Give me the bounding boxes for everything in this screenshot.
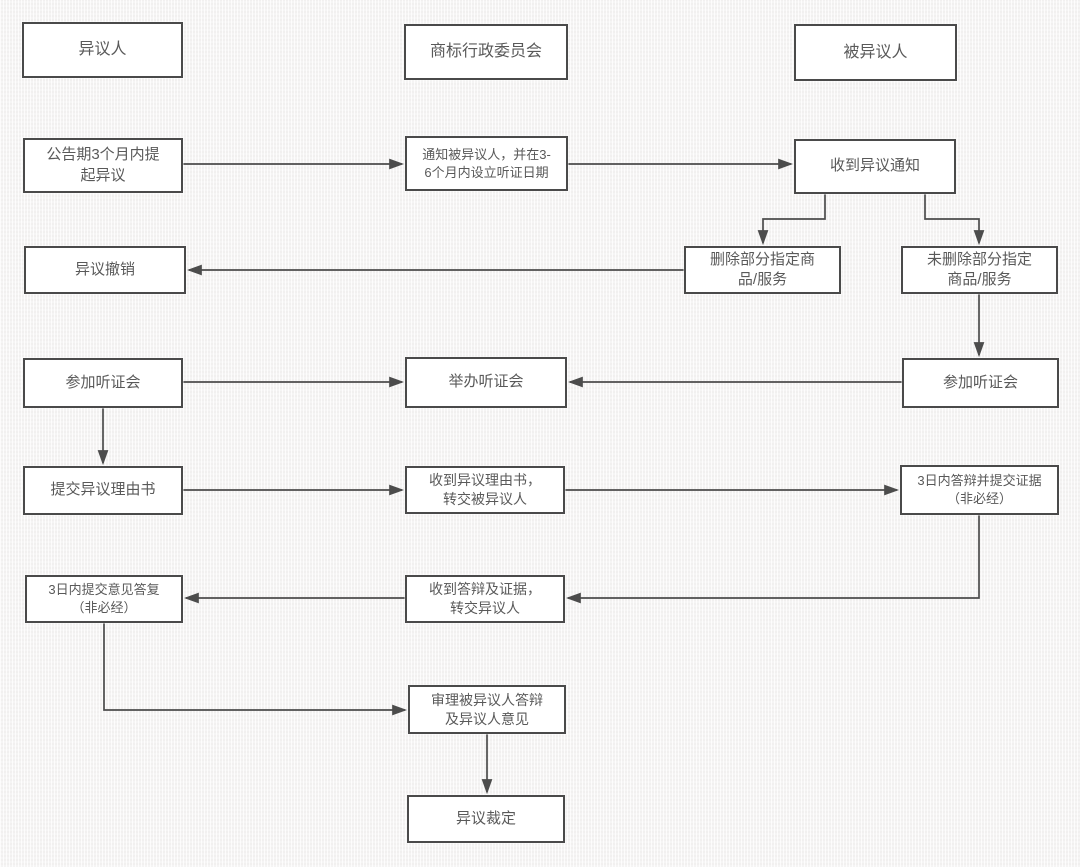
node-hold-hearing: 举办听证会 [405,357,567,408]
node-receive-opposition-notice: 收到异议通知 [794,139,956,194]
node-examine-defense-opinions: 审理被异议人答辩 及异议人意见 [408,685,566,734]
node-defense-submit-evidence: 3日内答辩并提交证据 （非必经） [900,465,1059,515]
node-file-opposition: 公告期3个月内提 起异议 [23,138,183,193]
node-opposition-ruling: 异议裁定 [407,795,565,843]
node-attend-hearing-opposed: 参加听证会 [902,358,1059,408]
node-receive-forward-defense: 收到答辩及证据， 转交异议人 [405,575,565,623]
node-not-delete-designated-goods: 未删除部分指定 商品/服务 [901,246,1058,294]
node-submit-opinion-reply: 3日内提交意见答复 （非必经） [25,575,183,623]
connector-r2-m3b [924,194,985,246]
node-notify-opposed-party: 通知被异议人，并在3- 6个月内设立听证日期 [405,136,568,191]
node-delete-designated-goods: 删除部分指定商 品/服务 [684,246,841,294]
connector-r2-m3a [757,194,826,246]
node-receive-forward-reasons: 收到异议理由书， 转交被异议人 [405,466,565,514]
node-opposition-withdrawn: 异议撤销 [24,246,186,294]
node-submit-opposition-reasons: 提交异议理由书 [23,466,183,515]
node-opposed-party-lane-header: 被异议人 [794,24,957,81]
node-attend-hearing-opponent: 参加听证会 [23,358,183,408]
node-committee-lane-header: 商标行政委员会 [404,24,568,80]
node-opponent-lane-header: 异议人 [22,22,183,78]
connector-r5-m6 [565,515,980,604]
connector-l6-m7 [103,623,408,716]
